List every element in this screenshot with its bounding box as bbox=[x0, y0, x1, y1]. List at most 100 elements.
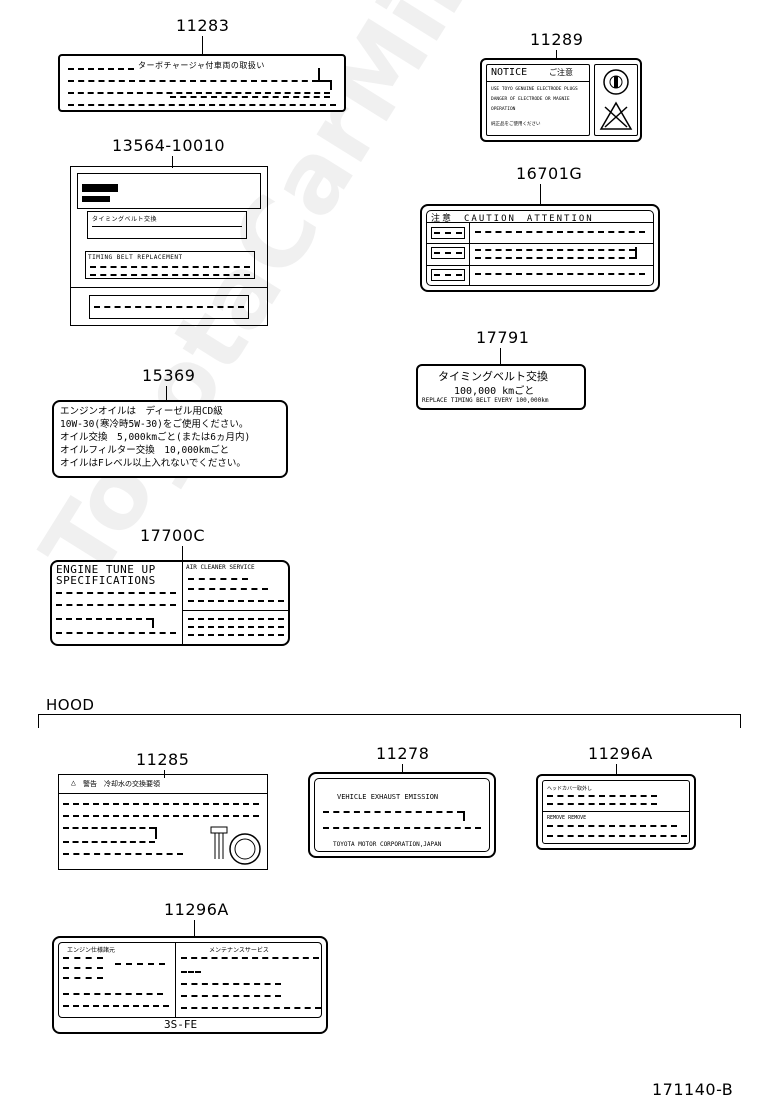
dash-line bbox=[90, 274, 250, 276]
dash-line bbox=[475, 257, 635, 259]
rule-line bbox=[427, 265, 653, 266]
dash-line bbox=[181, 1007, 321, 1009]
dash-line bbox=[63, 853, 183, 855]
dash-line bbox=[63, 841, 155, 843]
label-11278[interactable]: VEHICLE EXHAUST EMISSION TOYOTA MOTOR CO… bbox=[308, 772, 496, 858]
label-16701g[interactable]: 注意 CAUTION ATTENTION bbox=[420, 204, 660, 292]
label-text-line: USE TOYO GENUINE ELECTRODE PLUGS bbox=[491, 87, 578, 92]
part-number-17791[interactable]: 17791 bbox=[476, 328, 530, 347]
dash-line bbox=[323, 827, 481, 829]
label-text-line: エンジンオイルは ディーゼル用CD級 bbox=[60, 406, 223, 417]
dash-line bbox=[463, 811, 465, 821]
dash-line bbox=[434, 252, 462, 254]
label-11285[interactable]: △ 警告 冷却水の交換要領 bbox=[58, 774, 268, 870]
dash-line bbox=[63, 827, 155, 829]
label-side: AIR CLEANER SERVICE bbox=[186, 564, 255, 571]
label-line1: タイミングベルト交換 bbox=[92, 216, 158, 223]
label-13564-10010[interactable]: タイミングベルト交換 TIMING BELT REPLACEMENT bbox=[70, 166, 268, 326]
leader-line bbox=[402, 764, 403, 774]
part-number-15369[interactable]: 15369 bbox=[142, 366, 196, 385]
dash-line bbox=[181, 995, 281, 997]
label-line3: REPLACE TIMING BELT EVERY 100,000km bbox=[422, 397, 549, 404]
part-number-11283[interactable]: 11283 bbox=[176, 16, 230, 35]
divider-line bbox=[175, 943, 176, 1017]
part-number-11296a[interactable]: 11296A bbox=[588, 744, 653, 763]
dash-line bbox=[181, 971, 201, 973]
dash-line bbox=[63, 1005, 169, 1007]
label-text-line: 10W-30(寒冷時5W-30)をご使用ください。 bbox=[60, 419, 249, 430]
label-line2: SPECIFICATIONS bbox=[56, 574, 156, 587]
label-title: VEHICLE EXHAUST EMISSION bbox=[337, 793, 439, 801]
leader-line bbox=[540, 184, 541, 206]
label-line1: ヘッドカバー取外し bbox=[547, 786, 593, 792]
label-tag bbox=[82, 184, 118, 192]
part-number-11278[interactable]: 11278 bbox=[376, 744, 430, 763]
leader-line bbox=[616, 764, 617, 776]
dash-line bbox=[475, 249, 635, 251]
label-15369[interactable]: エンジンオイルは ディーゼル用CD級 10W-30(寒冷時5W-30)をご使用く… bbox=[52, 400, 288, 478]
rule-line bbox=[59, 793, 267, 794]
dash-line bbox=[155, 827, 157, 839]
label-11283[interactable]: ターボチャージャ付車両の取扱い bbox=[58, 54, 346, 112]
rule-line bbox=[92, 226, 242, 227]
dash-line bbox=[181, 983, 281, 985]
part-number-13564-10010[interactable]: 13564-10010 bbox=[112, 136, 226, 155]
rule-line bbox=[182, 610, 288, 611]
dash-line bbox=[547, 825, 677, 827]
rule-line bbox=[71, 287, 267, 288]
dash-line bbox=[547, 835, 687, 837]
radiator-cap-icon bbox=[210, 826, 261, 865]
rule-line bbox=[427, 243, 653, 244]
leader-line bbox=[556, 50, 557, 60]
dash-line bbox=[94, 306, 244, 308]
label-panel bbox=[594, 64, 638, 136]
part-number-11289[interactable]: 11289 bbox=[530, 30, 584, 49]
label-17700c[interactable]: ENGINE TUNE UP SPECIFICATIONS AIR CLEANE… bbox=[50, 560, 290, 646]
dash-line bbox=[68, 80, 318, 82]
dash-line bbox=[188, 600, 284, 602]
label-panel bbox=[431, 269, 465, 281]
part-number-16701g[interactable]: 16701G bbox=[516, 164, 583, 183]
label-line2: TIMING BELT REPLACEMENT bbox=[88, 254, 183, 261]
label-text-line: OPERATION bbox=[491, 107, 516, 112]
leader-line bbox=[172, 156, 173, 168]
right-header: メンテナンスサービス bbox=[209, 947, 269, 954]
dash-line bbox=[181, 957, 319, 959]
label-17791[interactable]: タイミングベルト交換 100,000 kmごと REPLACE TIMING B… bbox=[416, 364, 586, 410]
label-text-line: オイルはFレベル以上入れないでください。 bbox=[60, 458, 246, 469]
label-panel: エンジン仕様諸元 メンテナンスサービス bbox=[58, 942, 322, 1018]
dash-line bbox=[318, 68, 320, 80]
leader-line bbox=[182, 546, 183, 562]
rule-line bbox=[427, 222, 653, 223]
dash-line bbox=[188, 578, 248, 580]
dash-line bbox=[68, 92, 330, 94]
label-header: 警告 冷却水の交換要領 bbox=[83, 780, 160, 788]
part-number-11285[interactable]: 11285 bbox=[136, 750, 190, 769]
dash-line bbox=[188, 626, 284, 628]
dash-line bbox=[56, 604, 176, 606]
dash-line bbox=[63, 977, 103, 979]
dash-line bbox=[547, 803, 657, 805]
label-text-line: オイル交換 5,000kmごと(または6ヵ月内) bbox=[60, 432, 251, 443]
left-header: エンジン仕様諸元 bbox=[67, 947, 116, 954]
engine-code: 3S-FE bbox=[164, 1018, 198, 1031]
label-title: ターボチャージャ付車両の取扱い bbox=[138, 61, 265, 70]
label-footer: TOYOTA MOTOR CORPORATION,JAPAN bbox=[333, 841, 442, 848]
dash-line bbox=[635, 247, 637, 259]
label-panel: 注意 CAUTION ATTENTION bbox=[426, 210, 654, 286]
label-11296a-small[interactable]: ヘッドカバー取外し REMOVE REMOVE bbox=[536, 774, 696, 850]
label-panel bbox=[89, 295, 249, 319]
part-number-17700c[interactable]: 17700C bbox=[140, 526, 206, 545]
dash-line bbox=[323, 811, 463, 813]
label-11296a-large[interactable]: エンジン仕様諸元 メンテナンスサービス 3S-FE bbox=[52, 936, 328, 1034]
label-header: 注意 CAUTION ATTENTION bbox=[431, 214, 594, 224]
section-divider-tick bbox=[740, 714, 741, 728]
section-divider-tick bbox=[38, 714, 39, 728]
label-11289[interactable]: NOTICE ご注意 USE TOYO GENUINE ELECTRODE PL… bbox=[480, 58, 642, 142]
label-title: NOTICE bbox=[491, 67, 528, 78]
label-line1: タイミングベルト交換 bbox=[438, 370, 548, 383]
label-panel: TIMING BELT REPLACEMENT bbox=[85, 251, 255, 279]
divider-line bbox=[469, 222, 470, 286]
part-number-11296a[interactable]: 11296A bbox=[164, 900, 229, 919]
dash-line bbox=[434, 274, 462, 276]
